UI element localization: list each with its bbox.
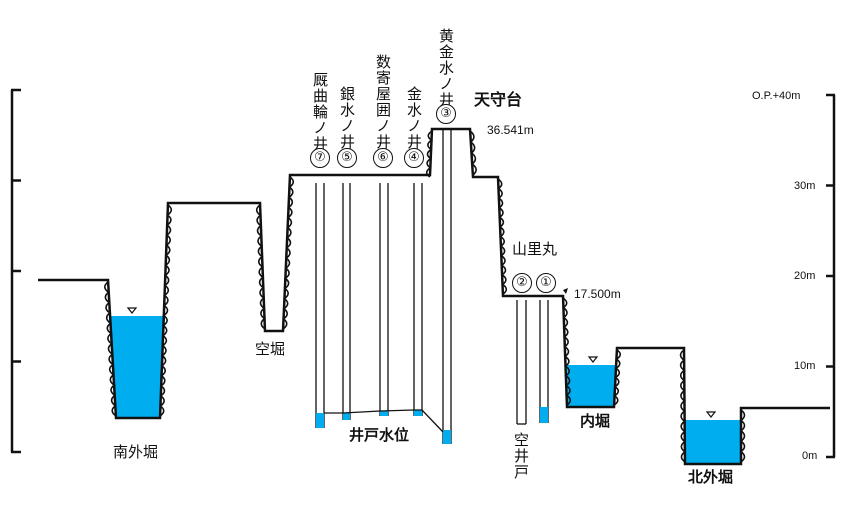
wells-layer xyxy=(315,129,549,444)
elevation-tenshudai: 36.541m xyxy=(487,123,534,137)
well-6-water xyxy=(380,411,388,416)
stone-wall-south-moat-right xyxy=(159,204,173,417)
elevation-yamazato: 17.500m xyxy=(574,287,621,301)
water-layer xyxy=(111,307,741,464)
scale-bars xyxy=(10,88,836,459)
water-level-marker-inner xyxy=(587,356,599,363)
ground-profile-line xyxy=(38,127,830,466)
well-number-7: ⑦ xyxy=(310,148,330,168)
well-number-5: ⑤ xyxy=(337,148,357,168)
scale-label-20m: 20m xyxy=(794,270,816,282)
well-name-4: 金水ノ井 xyxy=(405,86,423,150)
elevation-marker-yamazato xyxy=(563,288,568,294)
water-level-marker-south xyxy=(126,307,138,314)
water-inner-moat xyxy=(567,365,617,407)
ground-profile xyxy=(38,127,830,466)
well-number-4: ④ xyxy=(404,148,424,168)
well-number-2: ② xyxy=(512,273,532,293)
label-well-water-level: 井戸水位 xyxy=(349,426,410,444)
label-empty-well: 空井戸 xyxy=(512,432,530,480)
well-number-1: ① xyxy=(536,273,556,293)
label-yamazato-maru: 山里丸 xyxy=(512,240,558,258)
well-7-water xyxy=(316,413,324,428)
well-1-water xyxy=(540,407,548,423)
well-name-3: 黄金水ノ井 xyxy=(437,28,455,108)
well-number-3: ③ xyxy=(436,104,456,124)
well-water-level-line xyxy=(324,409,444,433)
well-3-water xyxy=(443,430,451,444)
scale-label-30m: 30m xyxy=(794,180,816,192)
label-inner-moat: 内堀 xyxy=(580,412,611,430)
stone-wall-dry-moat-right xyxy=(282,176,295,330)
scale-label-10m: 10m xyxy=(794,360,816,372)
water-north-outer-moat xyxy=(685,420,741,464)
scale-label-0m: 0m xyxy=(802,450,818,462)
scale-label-40m: O.P.+40m xyxy=(752,90,801,102)
well-4-water xyxy=(414,410,422,416)
label-south-outer-moat: 南外堀 xyxy=(113,443,159,461)
well-name-5: 銀水ノ井 xyxy=(338,86,356,150)
well-name-7: 厩曲輪ノ井 xyxy=(311,72,329,152)
water-level-marker-north xyxy=(705,411,717,418)
label-north-outer-moat: 北外堀 xyxy=(688,468,734,486)
well-name-6: 数寄屋囲ノ井 xyxy=(374,54,392,150)
well-5-water xyxy=(343,413,350,420)
label-tenshudai: 天守台 xyxy=(474,90,523,109)
water-south-outer-moat xyxy=(111,316,165,418)
label-dry-moat: 空堀 xyxy=(255,340,286,358)
well-number-6: ⑥ xyxy=(373,148,393,168)
